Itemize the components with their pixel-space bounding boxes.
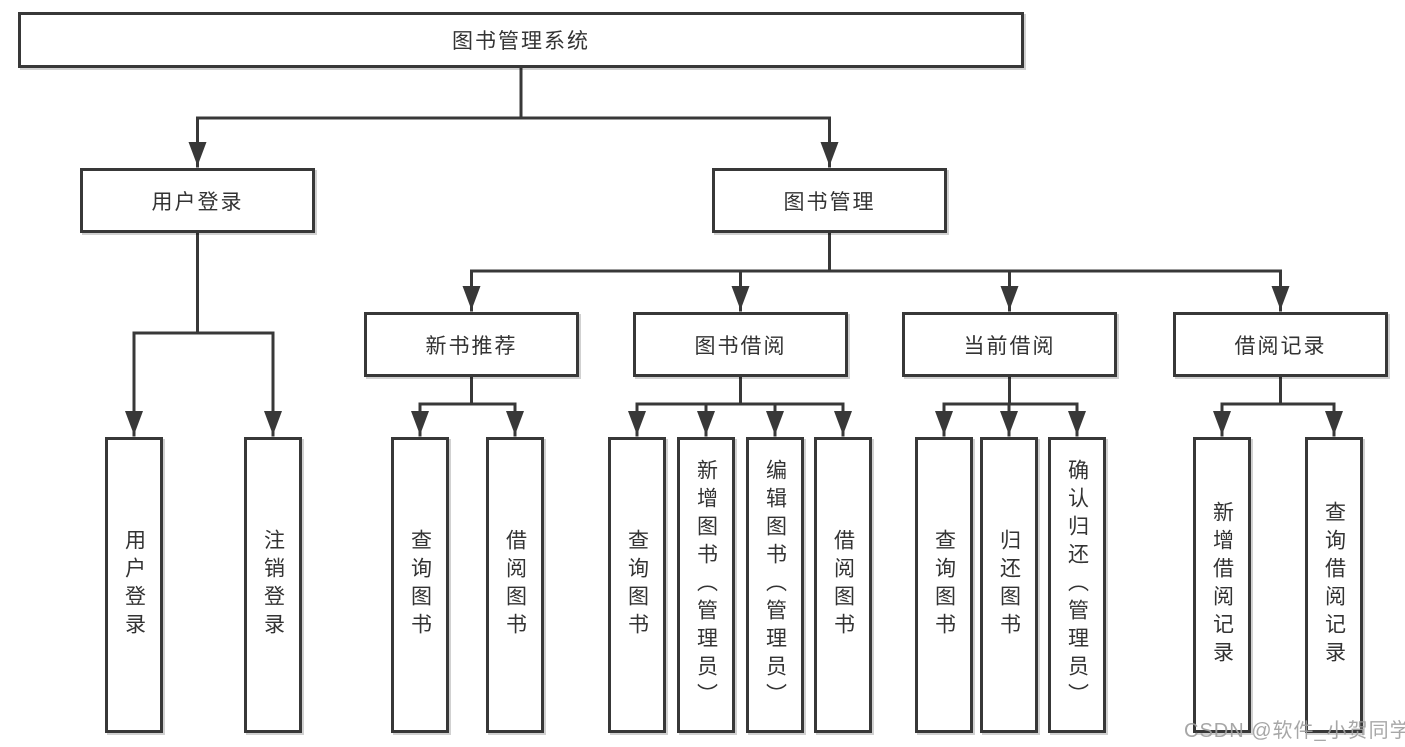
node-current-borrowing: 当前借阅	[902, 312, 1117, 377]
node-system-root: 图书管理系统	[18, 12, 1024, 68]
leaf-query-books-2: 查询图书	[608, 437, 666, 733]
node-label: 查询借阅记录	[1322, 501, 1346, 669]
leaf-query-books-3: 查询图书	[915, 437, 973, 733]
node-label: 查询图书	[625, 529, 649, 641]
node-label: 当前借阅	[963, 334, 1056, 358]
node-label: 图书借阅	[694, 334, 787, 358]
node-label: 查询图书	[408, 529, 432, 641]
node-label: 新增图书（管理员）	[694, 459, 718, 711]
leaf-logout: 注销登录	[244, 437, 302, 733]
node-label: 用户登录	[151, 190, 244, 214]
leaf-query-books-1: 查询图书	[391, 437, 449, 733]
node-label: 编辑图书（管理员）	[763, 459, 787, 711]
node-label: 新增借阅记录	[1210, 501, 1234, 669]
node-label: 图书管理系统	[452, 30, 590, 53]
leaf-add-books-admin: 新增图书（管理员）	[677, 437, 735, 733]
node-user-login: 用户登录	[80, 168, 315, 233]
node-label: 用户登录	[122, 529, 146, 641]
node-new-book-recommendation: 新书推荐	[364, 312, 579, 377]
node-label: 图书管理	[783, 190, 876, 214]
leaf-user-login: 用户登录	[105, 437, 163, 733]
node-label: 新书推荐	[425, 334, 518, 358]
leaf-edit-books-admin: 编辑图书（管理员）	[746, 437, 804, 733]
node-borrowing-records: 借阅记录	[1173, 312, 1388, 377]
leaf-borrow-books-1: 借阅图书	[486, 437, 544, 733]
node-label: 借阅图书	[831, 529, 855, 641]
node-label: 借阅图书	[503, 529, 527, 641]
node-label: 注销登录	[261, 529, 285, 641]
node-book-management: 图书管理	[712, 168, 947, 233]
node-book-borrowing: 图书借阅	[633, 312, 848, 377]
node-label: 确认归还（管理员）	[1065, 459, 1089, 711]
leaf-query-borrow-record: 查询借阅记录	[1305, 437, 1363, 733]
node-label: 借阅记录	[1234, 334, 1327, 358]
leaf-confirm-return-admin: 确认归还（管理员）	[1048, 437, 1106, 733]
leaf-add-borrow-record: 新增借阅记录	[1193, 437, 1251, 733]
leaf-borrow-books-2: 借阅图书	[814, 437, 872, 733]
leaf-return-books: 归还图书	[980, 437, 1038, 733]
node-label: 查询图书	[932, 529, 956, 641]
csdn-watermark: CSDN @软件_小贺同学	[1184, 720, 1405, 742]
node-label: 归还图书	[997, 529, 1021, 641]
